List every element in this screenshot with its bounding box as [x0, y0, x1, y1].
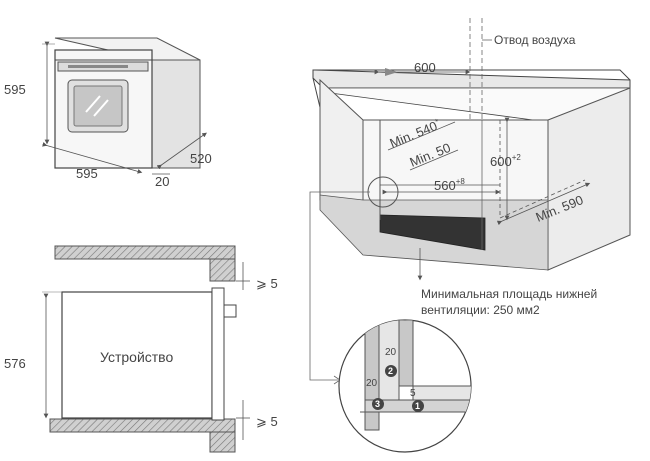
- cabinet-isometric: Отвод воздуха 600 Min. 540* Min. 50 600+…: [309, 18, 631, 385]
- device-body: [61, 291, 213, 419]
- oven-width-label: 595: [76, 166, 98, 181]
- bottom-shelf: [49, 418, 236, 433]
- side-section: Устройство 576 ⩾ 5 ⩾ 5: [4, 245, 278, 453]
- top-shelf: [54, 245, 236, 260]
- ventilation-line1: Минимальная площадь нижней: [421, 287, 597, 301]
- oven-height-label: 595: [4, 82, 26, 97]
- svg-text:3: 3: [375, 399, 380, 409]
- detail-dim-top: 20: [385, 347, 397, 358]
- oven-panel-label: 20: [155, 174, 169, 189]
- cabinet-right-side: [547, 87, 631, 271]
- marker-1: [412, 400, 424, 412]
- marker-3: [372, 398, 384, 410]
- gap-bottom-label: ⩾ 5: [256, 414, 278, 429]
- ventilation-slot: [379, 214, 486, 251]
- device-label: Устройство: [100, 349, 173, 365]
- ventilation-line2: вентиляции: 250 мм2: [421, 303, 540, 317]
- detail-view: 20 20 5 2 3 1: [338, 319, 472, 453]
- niche-width-label: 560+8: [434, 177, 465, 193]
- detail-dim-inner: 5: [410, 388, 416, 399]
- air-outlet-label: Отвод воздуха: [494, 33, 576, 47]
- device-height-label: 576: [4, 356, 26, 371]
- oven-isometric: 595 595 520 20: [4, 37, 212, 189]
- device-front-panel: [211, 287, 225, 421]
- svg-text:1: 1: [415, 401, 420, 411]
- svg-text:2: 2: [388, 366, 393, 376]
- marker-2: [385, 365, 397, 377]
- gap-top-label: ⩾ 5: [256, 276, 278, 291]
- oven-depth-label: 520: [190, 151, 212, 166]
- detail-dim-side: 20: [366, 378, 378, 389]
- cabinet-width-label: 600: [414, 60, 436, 75]
- niche-height-label: 600+2: [490, 153, 521, 169]
